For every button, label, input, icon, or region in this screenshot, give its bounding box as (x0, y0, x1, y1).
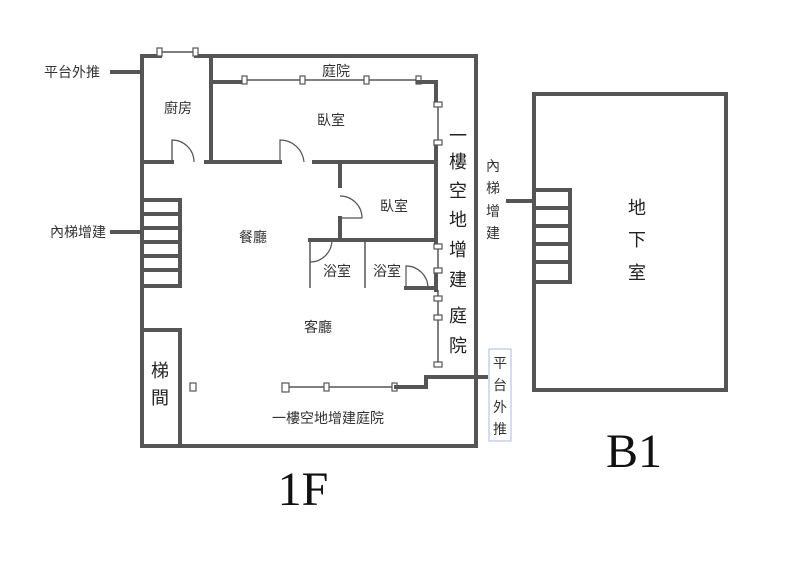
label-stairwell-2: 間 (151, 388, 169, 409)
basement-char: 地 (628, 198, 646, 219)
side-garden-char: 增 (449, 240, 467, 261)
first-floor-walls (140, 54, 488, 448)
label-kitchen: 廚房 (164, 100, 192, 117)
side-garden-char: 庭 (449, 306, 467, 327)
platform-out-badge (488, 348, 512, 442)
doors (171, 139, 429, 289)
side-garden-char: 院 (449, 336, 467, 357)
pointer-lines (110, 70, 536, 234)
label-basement: 地 下 室 (628, 198, 646, 284)
basement-char: 室 (628, 263, 646, 284)
label-bedroom-top: 臥室 (317, 112, 345, 129)
basement-walls (532, 92, 728, 392)
label-garden-top: 庭院 (322, 63, 350, 80)
side-garden-char: 地 (449, 210, 467, 231)
label-living: 客廳 (304, 319, 332, 336)
label-dining: 餐廳 (239, 229, 267, 246)
label-side-garden: 一 樓 空 地 增 建 庭 院 (449, 126, 467, 357)
inner-stair-right-char: 梯 (486, 181, 500, 197)
side-garden-char: 建 (449, 270, 467, 291)
side-garden-char: 一 (449, 126, 467, 147)
label-inner-stair-right: 內 梯 增 建 (486, 159, 500, 242)
platform-out-right-char: 外 (493, 400, 507, 416)
label-stairwell-1: 梯 (151, 361, 169, 382)
floor-label-1f: 1F (278, 463, 329, 516)
inner-stair-left (142, 198, 182, 288)
label-platform-out-left: 平台外推 (44, 65, 100, 81)
label-bath-2: 浴室 (373, 263, 401, 280)
inner-stair-right-char: 建 (486, 226, 500, 242)
floor-label-b1: B1 (606, 425, 662, 478)
platform-out-right-char: 平 (493, 356, 507, 372)
label-platform-out-right: 平 台 外 推 (493, 356, 507, 438)
garden-railings (156, 47, 443, 393)
platform-out-right-char: 台 (493, 378, 507, 394)
basement-char: 下 (628, 230, 646, 251)
label-bottom-garden: 一樓空地增建庭院 (272, 410, 384, 427)
side-garden-char: 樓 (449, 152, 467, 173)
label-bath-1: 浴室 (323, 263, 351, 280)
platform-out-right-char: 推 (493, 422, 507, 438)
side-garden-char: 空 (449, 181, 467, 202)
inner-stair-right-char: 增 (486, 204, 500, 220)
label-inner-stair-left: 內梯增建 (50, 225, 106, 241)
label-bedroom-mid: 臥室 (380, 198, 408, 215)
inner-stair-right-char: 內 (486, 159, 500, 175)
